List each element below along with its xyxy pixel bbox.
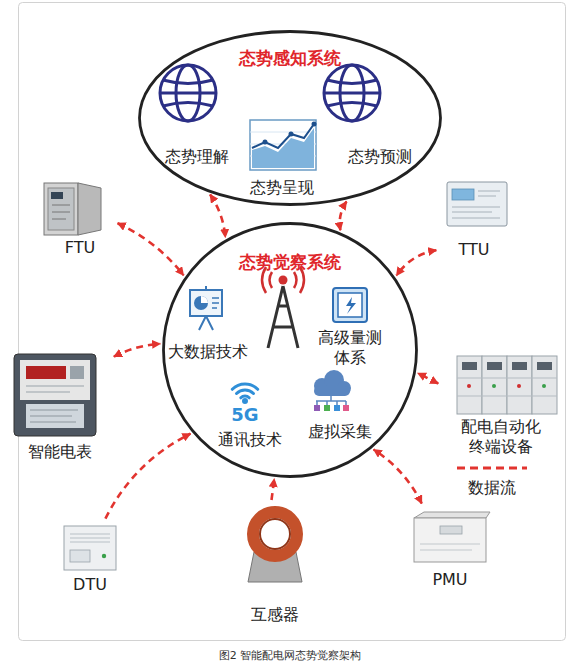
device-node: TTU [438, 176, 515, 262]
item-label: 5G [231, 405, 258, 425]
item-label: 态势预测 [348, 147, 412, 167]
chart-icon [250, 120, 317, 170]
data-flow-arrow [105, 434, 190, 519]
item-label: 通讯技术 [218, 430, 282, 450]
device-node: 智能电表 [8, 348, 112, 462]
figure-caption: 图2 智能配电网态势觉察架构 [219, 649, 362, 663]
switchgear-cabinets [457, 356, 557, 414]
item-label: 虚拟采集 [308, 422, 372, 442]
data-flow-arrow [210, 195, 225, 238]
ttu-device [447, 182, 507, 226]
globe-icon [324, 65, 380, 121]
legend-line-sample [457, 467, 527, 470]
device-label: 配电自动化终端设备 [458, 417, 544, 457]
data-flow-arrow [118, 223, 184, 275]
antenna-icon [262, 267, 304, 348]
ftu-cabinet [44, 183, 101, 235]
item-label: 大数据技术 [168, 342, 248, 362]
awareness-circle: 态势觉察系统大数据技术 高级量测体系 5G 通讯技术 虚拟采集 [162, 222, 418, 478]
device-node: DTU [55, 520, 125, 596]
frame [19, 3, 566, 641]
device-node: PMU [405, 505, 495, 592]
device-node: 互感器 [238, 502, 312, 630]
data-flow-arrow [340, 202, 347, 231]
device-node: FTU [36, 178, 116, 258]
legend-text: 数据流 [468, 478, 516, 498]
ellipse-outline [140, 32, 441, 205]
item-label: 态势理解 [165, 147, 229, 167]
pmu-device [414, 512, 490, 562]
dtu-device [64, 526, 116, 570]
system-heading: 态势感知系统 [239, 48, 341, 68]
item-label: 态势呈现 [250, 178, 314, 198]
device-label: 互感器 [251, 605, 299, 625]
device-label: 智能电表 [28, 442, 92, 462]
transformer-ring [248, 512, 302, 582]
data-flow-arrow [272, 479, 275, 500]
cloud-icon [314, 370, 351, 411]
device-label: PMU [432, 570, 467, 590]
device-label: TTU [459, 240, 490, 260]
device-node: 配电自动化终端设备 [440, 352, 562, 460]
data-flow-arrow [418, 373, 438, 383]
system-heading: 态势觉察系统 [239, 252, 341, 272]
device-label: DTU [73, 575, 107, 595]
item-label: 高级量测体系 [314, 328, 386, 368]
device-label: FTU [65, 238, 95, 258]
data-flow-arrow [114, 344, 160, 357]
globe-icon [160, 65, 216, 121]
data-flow-arrow [397, 250, 437, 275]
data-flow-arrow [374, 450, 422, 504]
board-icon [190, 286, 222, 330]
ellipse-outline [164, 224, 417, 477]
situation-ellipse: 态势感知系统态势理解 态势预测态势呈现 [138, 30, 442, 206]
meter-icon [333, 288, 367, 322]
wifi-icon [232, 384, 257, 402]
smart-meter [14, 354, 96, 436]
